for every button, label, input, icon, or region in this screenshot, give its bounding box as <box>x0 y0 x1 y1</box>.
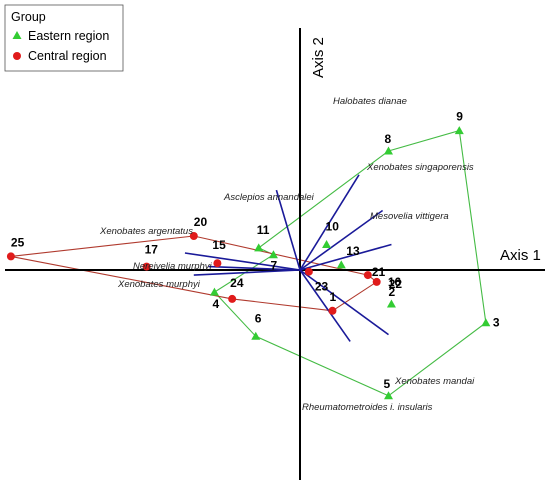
point-marker-central <box>372 277 381 286</box>
point-marker-central <box>328 306 337 315</box>
point-marker-eastern <box>254 243 264 252</box>
vector-label: Xenobates argentatus <box>99 226 193 237</box>
legend-eastern-label: Eastern region <box>28 29 109 43</box>
vector-label: Nereivelia murphyi <box>133 261 213 272</box>
point-marker-eastern <box>481 318 491 327</box>
point-marker-central <box>228 294 237 303</box>
point-label: 25 <box>11 235 25 249</box>
point-label: 10 <box>326 220 340 234</box>
legend: Group Eastern region Central region <box>4 4 124 72</box>
point-label: 9 <box>456 110 463 124</box>
legend-eastern-marker <box>12 31 22 39</box>
point-label: 23 <box>315 280 329 294</box>
point-label: 13 <box>346 244 360 258</box>
legend-box <box>4 4 124 72</box>
legend-title: Group <box>11 10 46 24</box>
vector-line <box>299 209 384 271</box>
legend-central-marker <box>13 52 21 60</box>
axes <box>5 28 545 480</box>
x-axis-label: Axis 1 <box>500 247 541 264</box>
y-axis-label: Axis 2 <box>310 37 327 78</box>
point-label: 21 <box>372 265 386 279</box>
point-label: 16 <box>388 275 402 289</box>
point-marker-eastern <box>322 240 332 248</box>
vector-label: Asclepios annandalei <box>223 192 315 203</box>
point-marker-central <box>189 232 198 240</box>
point-marker-eastern <box>336 260 346 269</box>
point-label: 6 <box>255 311 262 325</box>
point-label: 3 <box>493 316 500 330</box>
point-label: 5 <box>384 377 391 391</box>
vector-line <box>193 269 301 276</box>
point-label: 8 <box>385 132 392 146</box>
point-label: 4 <box>212 297 219 311</box>
vector-line <box>208 265 301 271</box>
vector-label: Xenobates singaporensis <box>366 162 474 173</box>
point-marker-central <box>213 259 222 268</box>
point-label: 2 <box>388 285 395 299</box>
point-label: 20 <box>194 215 208 229</box>
point-marker-eastern <box>209 287 219 296</box>
point-label: 24 <box>230 276 244 290</box>
point-label: 22 <box>389 277 403 291</box>
vector-label: Halobates dianae <box>333 96 407 107</box>
vector-line <box>299 243 392 271</box>
vector-line <box>299 269 351 342</box>
point-label: 15 <box>212 238 226 252</box>
vector-line <box>299 174 360 271</box>
vector-label: Xenobates mandai <box>394 376 475 387</box>
hull-central <box>10 235 378 312</box>
vector-line <box>299 269 389 336</box>
point-label: 7 <box>270 259 277 273</box>
point-label: 1 <box>329 290 336 304</box>
point-marker-central <box>6 252 15 261</box>
point-marker-central <box>363 271 372 280</box>
point-marker-central <box>142 262 151 271</box>
point-marker-eastern <box>268 250 278 259</box>
sample-points <box>6 126 491 400</box>
point-label: 17 <box>145 243 159 257</box>
vector-label: Xenobates murphyi <box>117 279 201 290</box>
vector-label: Rheumatometroides i. insularis <box>302 402 433 413</box>
vector-label: Mesovelia vittigera <box>370 211 449 222</box>
legend-central-label: Central region <box>28 49 107 63</box>
vector-line <box>184 252 301 271</box>
point-marker-central <box>304 267 313 276</box>
point-marker-eastern <box>454 126 464 135</box>
point-marker-eastern <box>251 331 261 340</box>
point-label: 11 <box>257 223 270 237</box>
point-marker-eastern <box>384 146 393 155</box>
point-marker-eastern <box>384 391 393 400</box>
species-vectors <box>184 174 392 342</box>
vector-line <box>275 189 301 271</box>
point-marker-eastern <box>386 299 396 308</box>
